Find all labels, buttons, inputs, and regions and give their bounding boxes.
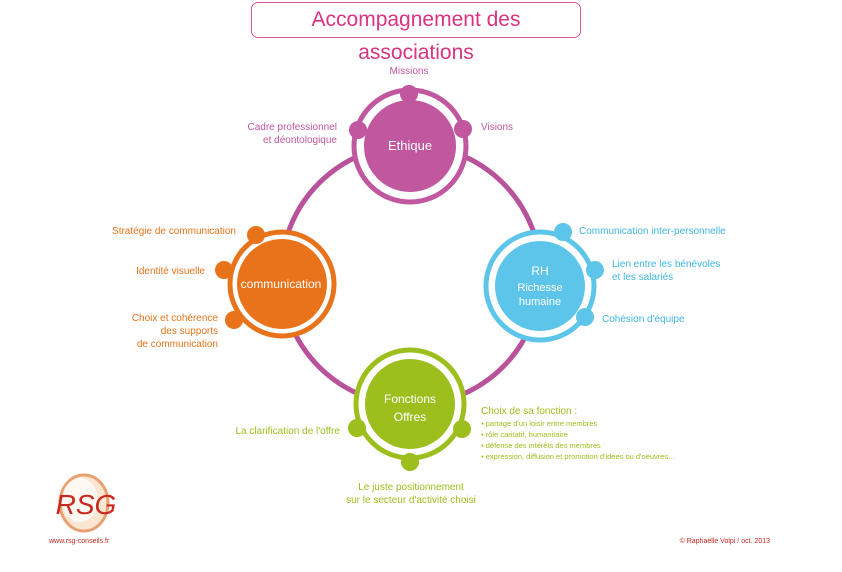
item-cadre: Cadre professionnel: [248, 122, 338, 133]
dot: [554, 223, 572, 241]
choix-item: ▪ défense des intérêts des membres: [481, 441, 601, 450]
item-lien-2: et les salariés: [612, 272, 673, 283]
item-cohesion: Cohésion d'équipe: [602, 314, 685, 325]
node-label: RH: [531, 264, 548, 278]
dot: [454, 120, 472, 138]
item-positionnement: Le juste positionnement: [358, 482, 464, 493]
item-choix-2: des supports: [161, 326, 218, 337]
node-label: Ethique: [388, 138, 432, 153]
choix-item: ▪ partage d'un loisir entre membres: [481, 419, 597, 428]
item-positionnement-2: sur le secteur d'activité choisi: [346, 495, 476, 506]
node-fonctions: Fonctions Offres La clarification de l'o…: [235, 347, 676, 506]
item-lien: Lien entre les bénévoles: [612, 259, 720, 270]
website-link[interactable]: www.rsg-conseils.fr: [48, 538, 110, 545]
item-visions: Visions: [481, 122, 513, 133]
item-strategie: Stratégie de communication: [112, 226, 236, 237]
dot: [401, 453, 419, 471]
page-title: Accompagnement des associations: [251, 2, 581, 64]
dot: [348, 419, 366, 437]
item-communication: Communication inter-personnelle: [579, 226, 726, 237]
node-label: humaine: [519, 296, 561, 308]
dot: [453, 420, 471, 438]
dot: [225, 311, 243, 329]
node-label: communication: [241, 277, 322, 291]
dot: [586, 261, 604, 279]
copyright: © Raphaëlle Volpi / oct. 2013: [680, 537, 770, 545]
dot: [247, 226, 265, 244]
choix-item: ▪ rôle caritatif, humanitaire: [481, 430, 568, 439]
item-choix-3: de communication: [137, 339, 218, 350]
item-cadre-2: et déontologique: [263, 135, 337, 146]
item-identite: Identité visuelle: [136, 266, 205, 277]
dot: [349, 121, 367, 139]
item-choix: Choix et cohérence: [132, 313, 219, 324]
node-communication: communication Stratégie de communication…: [112, 226, 337, 350]
dot: [400, 85, 418, 103]
node-label: Offres: [394, 410, 426, 424]
item-clarification: La clarification de l'offre: [235, 426, 340, 437]
node-rh: RH Richesse humaine Communication inter-…: [483, 223, 726, 343]
choix-item: ▪ expression, diffusion et promotion d'i…: [481, 452, 676, 461]
node-ethique: Ethique Missions Visions Cadre professio…: [248, 66, 513, 205]
rsg-logo: RSG: [56, 473, 117, 533]
logo-text: RSG: [56, 489, 117, 520]
node-label: Fonctions: [384, 392, 436, 406]
dot: [215, 261, 233, 279]
dot: [576, 308, 594, 326]
choix-title: Choix de sa fonction :: [481, 406, 577, 417]
node-label: Richesse: [517, 282, 562, 294]
item-missions: Missions: [390, 66, 429, 77]
